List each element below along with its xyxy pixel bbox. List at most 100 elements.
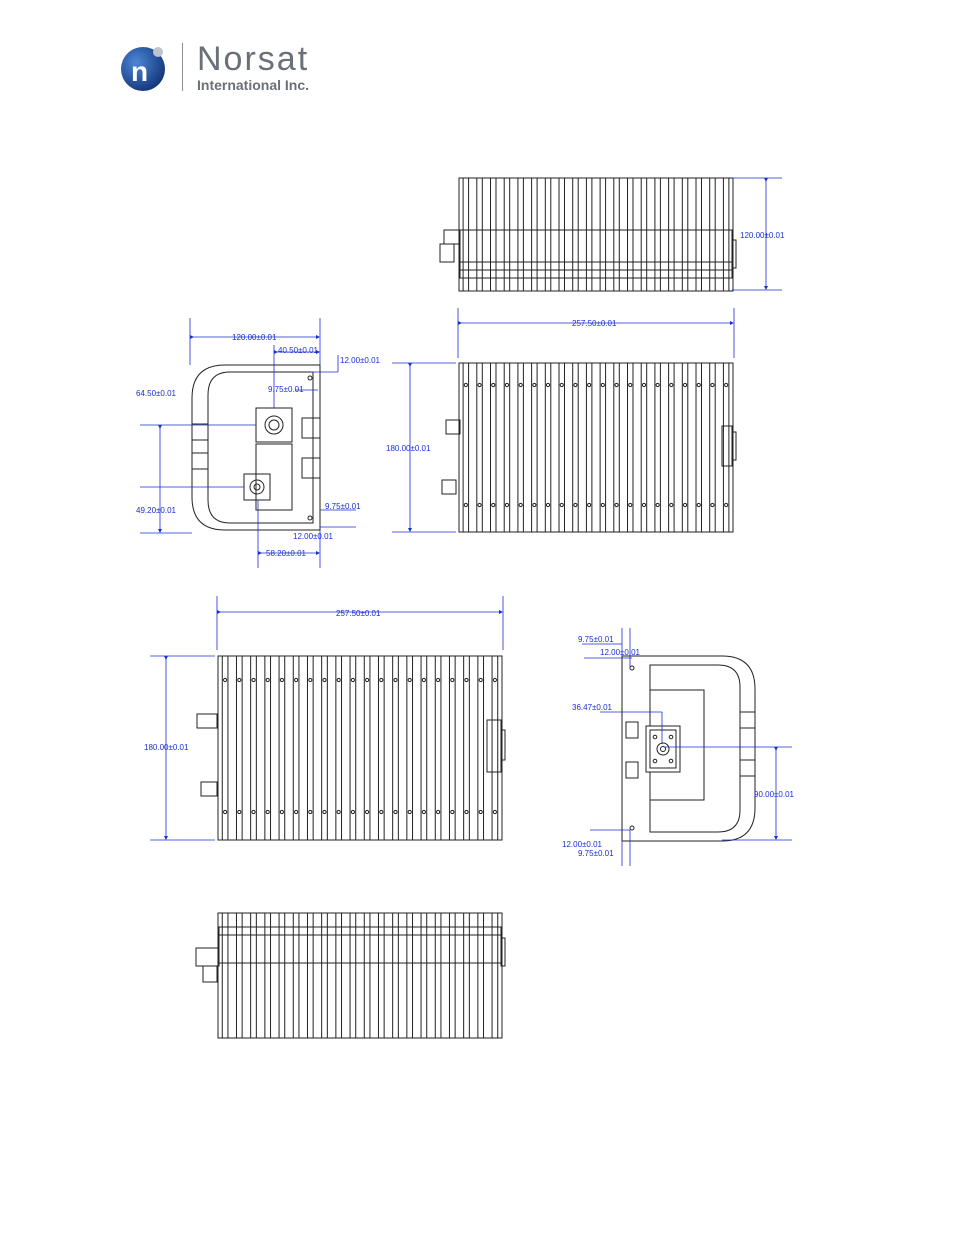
- rear-view-fins: [217, 655, 503, 841]
- mounting-hole: [669, 502, 674, 508]
- heat-sink-fin: [681, 177, 689, 292]
- heat-sink-fin: [278, 912, 286, 1039]
- mounting-hole: [251, 809, 256, 815]
- rear-view: [196, 655, 506, 841]
- dim-rear-height: 180.00±0.01: [144, 743, 189, 752]
- mounting-hole: [532, 502, 537, 508]
- heat-sink-fin: [463, 912, 470, 1039]
- mounting-hole: [587, 502, 592, 508]
- norsat-logo-icon: n: [121, 47, 165, 91]
- mounting-hole: [559, 502, 564, 508]
- mounting-hole: [393, 809, 398, 815]
- heat-sink-fin: [613, 177, 620, 292]
- mounting-hole: [421, 809, 426, 815]
- mounting-hole: [724, 382, 729, 388]
- mounting-hole: [308, 677, 313, 683]
- mounting-hole: [628, 502, 633, 508]
- mounting-hole: [237, 809, 242, 815]
- heat-sink-fin: [627, 177, 634, 292]
- top-view-dimension: 120.00±0.01: [732, 177, 785, 291]
- right-end-view: [621, 655, 756, 842]
- company-subtitle: International Inc.: [197, 77, 310, 93]
- mounting-hole: [237, 677, 242, 683]
- dim-right-end-c: 36.47±0.01: [572, 703, 613, 712]
- dim-left-end-width: 120.00±0.01: [232, 333, 277, 342]
- heat-sink-fin: [490, 177, 497, 292]
- dim-right-end-e: 12.00±0.01: [562, 840, 603, 849]
- mounting-hole: [600, 502, 605, 508]
- mounting-hole: [350, 677, 355, 683]
- mounting-hole: [696, 502, 701, 508]
- dim-front-length: 257.50±0.01: [572, 319, 617, 328]
- dim-right-end-d: 90.00±0.01: [754, 790, 795, 799]
- mounting-hole: [407, 677, 412, 683]
- heat-sink-fin: [531, 177, 538, 292]
- mounting-hole: [350, 809, 355, 815]
- mounting-hole: [308, 809, 313, 815]
- dim-left-end-h: 58.20±0.01: [266, 549, 307, 558]
- dim-left-end-g: 12.00±0.01: [293, 532, 334, 541]
- mounting-hole: [682, 382, 688, 388]
- mounting-hole: [655, 382, 660, 388]
- heat-sink-fin: [406, 912, 414, 1039]
- dim-right-end-a: 9.75±0.01: [578, 635, 614, 644]
- mounting-hole: [628, 382, 633, 388]
- heat-sink-fin: [462, 177, 470, 292]
- mounting-hole: [641, 382, 647, 388]
- mounting-hole: [696, 382, 701, 388]
- front-view: [441, 362, 737, 533]
- mounting-hole: [463, 382, 468, 388]
- mounting-hole: [365, 809, 370, 815]
- mounting-hole: [464, 677, 469, 683]
- mounting-hole: [478, 809, 483, 815]
- mounting-hole: [322, 809, 327, 815]
- heat-sink-fin: [264, 912, 272, 1039]
- mounting-hole: [379, 809, 384, 815]
- mounting-hole: [682, 502, 688, 508]
- mounting-hole: [492, 677, 497, 683]
- heat-sink-fin: [722, 177, 730, 292]
- dim-left-end-b: 12.00±0.01: [340, 356, 381, 365]
- housing-outline: [458, 362, 734, 533]
- front-view-fins: [458, 362, 734, 533]
- mounting-hole: [279, 809, 284, 815]
- mounting-hole: [545, 382, 551, 388]
- heat-sink-fin: [503, 177, 511, 292]
- housing-outline: [217, 655, 503, 841]
- mounting-hole: [251, 677, 256, 683]
- heat-sink-fin: [585, 177, 593, 292]
- mounting-hole: [421, 677, 426, 683]
- heat-sink-fin: [321, 912, 328, 1039]
- mounting-hole: [710, 502, 715, 508]
- heat-sink-fin: [434, 912, 442, 1039]
- heat-sink-fin: [363, 912, 371, 1039]
- mounting-hole: [518, 382, 523, 388]
- heat-sink-fin: [572, 177, 579, 292]
- rear-view-dimensions: [150, 596, 504, 841]
- mounting-hole: [265, 677, 270, 683]
- heat-sink-fin: [349, 912, 357, 1039]
- mounting-hole: [265, 809, 270, 815]
- heat-sink-fin: [544, 177, 552, 292]
- mounting-hole: [614, 502, 619, 508]
- heat-sink-fin: [306, 912, 314, 1039]
- dim-top-view-height: 120.00±0.01: [740, 231, 785, 240]
- dim-right-end-b: 12.00±0.01: [600, 648, 641, 657]
- mounting-hole: [393, 677, 398, 683]
- company-name: Norsat: [197, 40, 310, 78]
- heat-sink-fin: [517, 177, 524, 292]
- mounting-hole: [491, 382, 496, 388]
- mounting-hole: [450, 677, 455, 683]
- mounting-hole: [294, 809, 299, 815]
- mounting-hole: [559, 382, 564, 388]
- mounting-hole: [436, 677, 441, 683]
- heat-sink-fin: [558, 177, 565, 292]
- mounting-hole: [518, 502, 523, 508]
- dim-left-end-e: 49.20±0.01: [136, 506, 177, 515]
- heat-sink-fin: [668, 177, 675, 292]
- mounting-hole: [336, 677, 341, 683]
- mounting-hole: [504, 502, 510, 508]
- mounting-hole: [614, 382, 619, 388]
- mounting-hole: [279, 677, 284, 683]
